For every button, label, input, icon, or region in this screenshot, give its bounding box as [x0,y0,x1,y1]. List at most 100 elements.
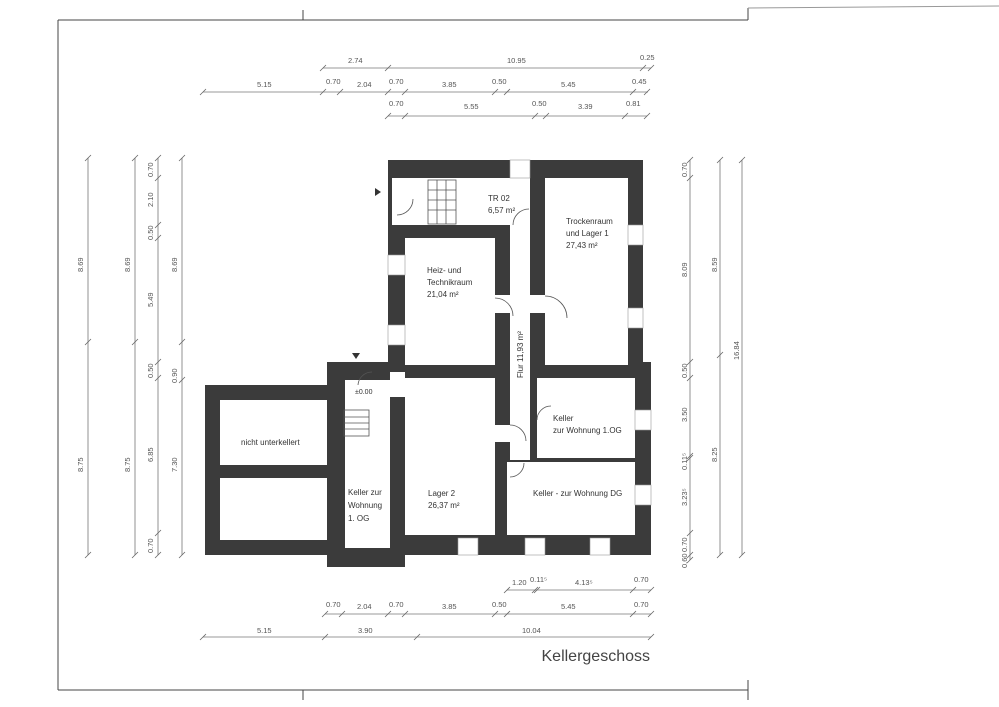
dim-label: 5.15 [257,80,272,89]
dimension-tick [629,88,637,96]
dimension-tick [491,88,499,96]
page-frame [57,5,999,700]
dimension-tick [738,156,746,164]
dimension-tick [647,64,655,72]
dim-label: 7.30 [170,457,179,472]
room-interiors [220,178,635,548]
dim-label: 0.50 [492,77,507,86]
room-keller1og-line1: Keller [553,414,574,423]
dimension-tick [199,88,207,96]
dimension-tick [154,374,162,382]
dimension-tick [686,529,694,537]
dimension-tick [716,551,724,559]
dim-label: 8.59 [710,257,719,272]
dim-label: 0.70 [389,600,404,609]
dim-label: 3.90 [358,626,373,635]
dim-label: 0.70 [680,162,689,177]
dimension-tick [643,88,651,96]
dim-label: 0.70 [326,600,341,609]
dimensions-right: 0.70 8.09 0.50 3.50 0.11⁵ 3.23⁵ 0.70 0.6… [680,162,741,568]
dim-label: 0.70 [634,600,649,609]
dim-label: 0.50 [532,99,547,108]
dim-label: 8.75 [123,457,132,472]
dimension-tick [503,610,511,618]
dimension-tick [531,586,539,594]
dimensions-top: 2.74 10.95 0.25 5.15 0.70 2.04 0.70 3.85… [257,53,655,111]
dimension-tick [503,586,511,594]
dimension-tick [533,586,541,594]
dim-label: 3.85 [442,602,457,611]
dimension-tick [629,610,637,618]
dimension-tick [321,633,329,641]
dimension-ticks [84,64,746,641]
dim-label: 0.70 [389,77,404,86]
dimension-tick [491,610,499,618]
dimension-tick [686,374,694,382]
dim-label: 3.50 [680,407,689,422]
dim-label: 0.70 [634,575,649,584]
dimension-tick [401,88,409,96]
dim-label: 0.11⁵ [680,453,689,470]
dimension-tick [384,64,392,72]
dimension-tick [154,221,162,229]
windows [387,159,652,556]
room-heiz-area: 21,04 m² [427,290,459,299]
dimension-tick [384,610,392,618]
room-nicht-name: nicht unterkellert [241,438,300,447]
dimensions-bottom: 1.20 0.11⁵ 4.13⁵ 0.70 0.70 2.04 0.70 3.8… [257,575,649,635]
dimension-tick [154,174,162,182]
dim-label: 0.50 [146,363,155,378]
room-heiz-line1: Heiz- und [427,266,461,275]
room-kellerleft-line1: Keller zur [348,488,382,497]
dim-label: 10.95 [507,56,526,65]
dimension-tick [336,88,344,96]
dimension-tick [154,551,162,559]
dim-label: 2.10 [146,192,155,207]
dim-label: 0.70 [389,99,404,108]
dim-label: 0.90 [170,368,179,383]
dimension-tick [639,64,647,72]
dimension-tick [178,376,186,384]
dimension-tick [319,64,327,72]
dimension-tick [321,610,329,618]
dimension-tick [629,586,637,594]
room-kellerleft-line2: Wohnung [348,501,382,510]
dimension-tick [647,633,655,641]
dim-label: 8.69 [170,257,179,272]
dim-label: 0.45 [632,77,647,86]
room-lager2-area: 26,37 m² [428,501,460,510]
room-heiz-line2: Technikraum [427,278,473,287]
dimension-tick [686,556,694,564]
dim-label: 2.74 [348,56,363,65]
dim-label: 5.15 [257,626,272,635]
dim-label: 8.75 [76,457,85,472]
dim-label: 0.60 [680,553,689,568]
dimension-tick [401,112,409,120]
dimension-tick [319,88,327,96]
dimension-tick [647,610,655,618]
dim-label: 5.55 [464,102,479,111]
dim-label: 8.69 [123,257,132,272]
dim-label: 5.49 [146,292,155,307]
dim-label: 5.45 [561,80,576,89]
room-trocken-line2: und Lager 1 [566,229,609,238]
dimension-tick [154,358,162,366]
dim-label: 8.69 [76,257,85,272]
dim-label: 0.11⁵ [530,575,547,584]
dimension-tick [84,551,92,559]
dim-label: 1.20 [512,578,527,587]
dimension-tick [621,112,629,120]
room-tr02-area: 6,57 m² [488,206,515,215]
dim-label: 2.04 [357,602,372,611]
dim-label: 0.25 [640,53,655,62]
level-marker: ±0.00 [355,389,373,396]
room-trocken-line1: Trockenraum [566,217,613,226]
doors-and-stairs [343,179,568,478]
dimension-tick [401,610,409,618]
stairs-top [427,179,457,225]
room-labels: TR 02 6,57 m² Heiz- und Technikraum 21,0… [241,194,622,523]
dimension-tick [643,112,651,120]
dim-label: 16.84 [732,341,741,360]
dimension-tick [131,154,139,162]
stairs-left [343,409,370,437]
